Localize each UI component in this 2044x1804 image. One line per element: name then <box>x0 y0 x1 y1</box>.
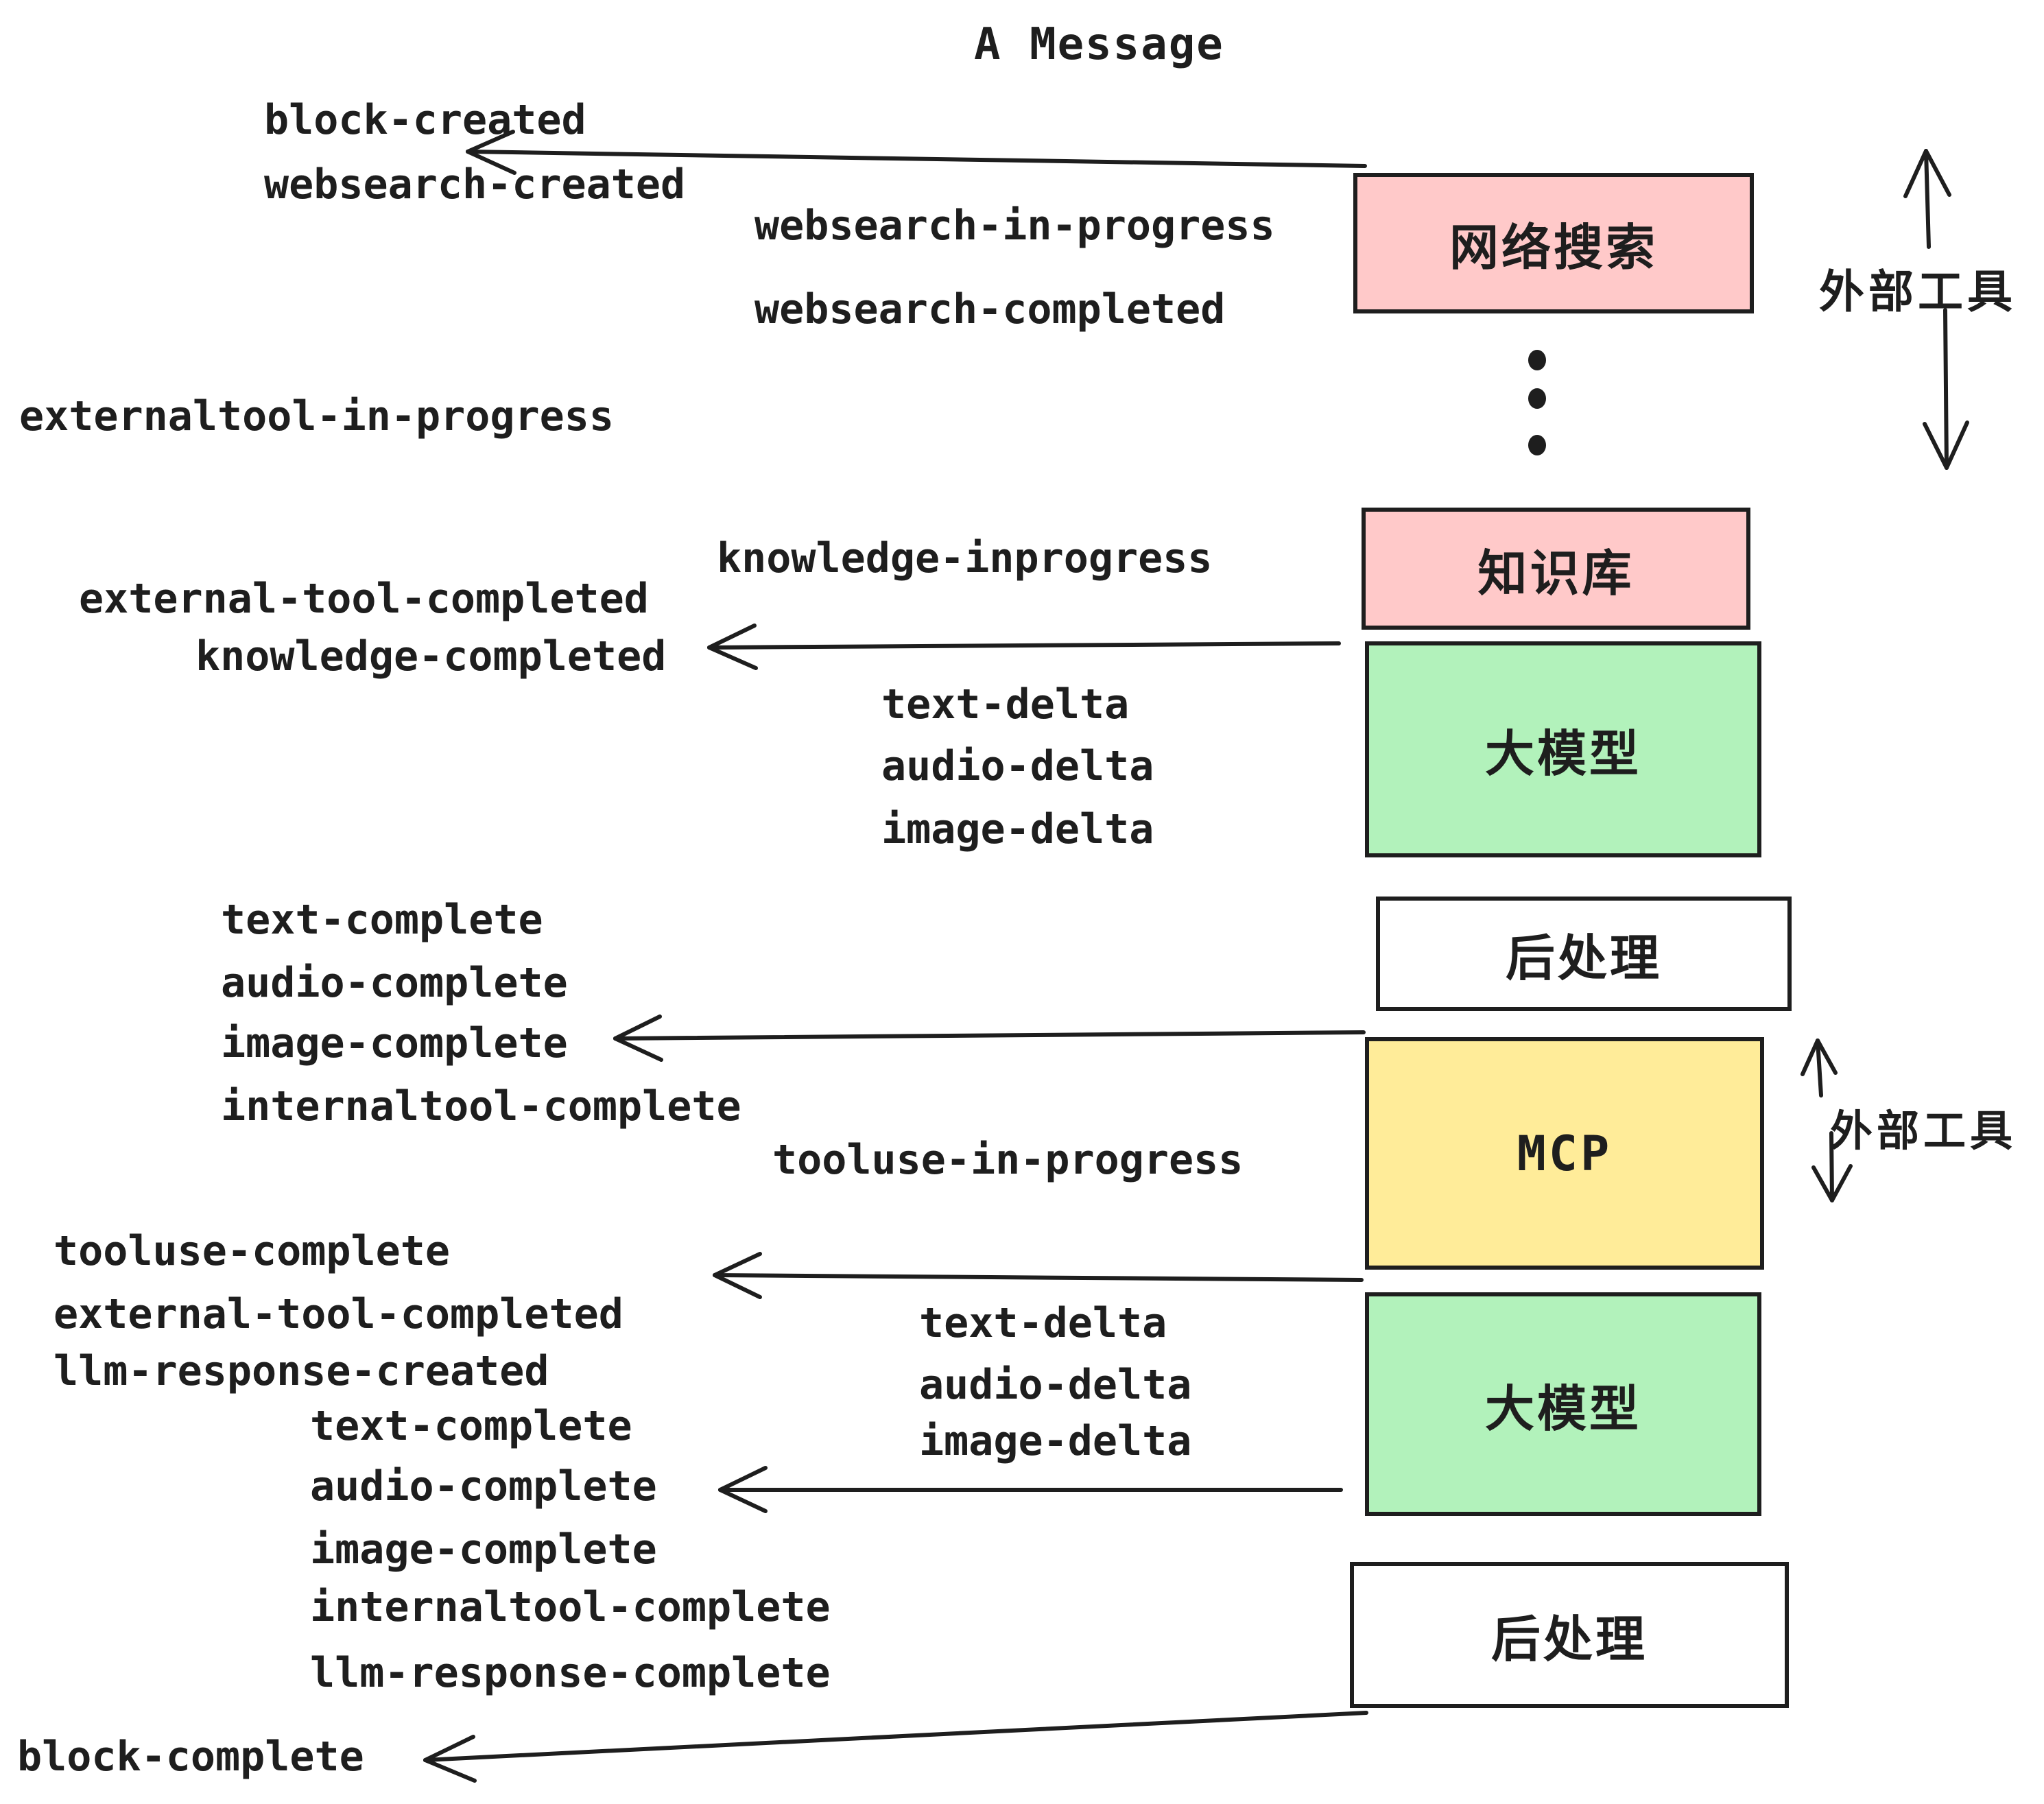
websearch-box: 网络搜索 <box>1353 173 1754 313</box>
external-tools-down-arrow <box>1923 308 1969 470</box>
event-image-delta: image-delta <box>881 805 1154 853</box>
event-tooluse-complete: tooluse-complete <box>54 1227 450 1275</box>
arrow-knowledge-completed <box>707 624 1341 670</box>
postprocess-box: 后处理 <box>1376 897 1792 1011</box>
external-tools-label: 外部工具 <box>1830 1108 2017 1155</box>
llm-box: 大模型 <box>1365 641 1761 857</box>
ellipsis-dot <box>1528 435 1546 455</box>
event-block-complete: block-complete <box>17 1733 364 1781</box>
event-tooluse-in-progress: tooluse-in-progress <box>772 1136 1244 1184</box>
llm-box: 大模型 <box>1365 1292 1761 1516</box>
arrow-audio-complete <box>718 1466 1343 1513</box>
arrow-block-complete <box>423 1711 1368 1783</box>
event-knowledge-completed: knowledge-completed <box>195 632 667 680</box>
event-external-tool-completed: external-tool-completed <box>79 575 649 623</box>
event-audio-delta: audio-delta <box>919 1361 1192 1409</box>
ellipsis-dot <box>1528 388 1546 409</box>
external-tools-up-arrow <box>1801 1039 1838 1097</box>
event-text-delta: text-delta <box>881 680 1130 728</box>
postprocess-box: 后处理 <box>1350 1562 1789 1708</box>
event-internaltool-complete: internaltool-complete <box>221 1082 741 1130</box>
external-tools-label: 外部工具 <box>1819 266 2017 317</box>
event-llm-response-complete: llm-response-complete <box>310 1649 831 1697</box>
mcp-box: MCP <box>1365 1037 1764 1270</box>
event-externaltool-in-progress: externaltool-in-progress <box>19 392 614 440</box>
event-image-complete: image-complete <box>221 1019 568 1067</box>
event-text-complete: text-complete <box>310 1402 632 1450</box>
event-image-complete: image-complete <box>310 1526 657 1574</box>
event-websearch-in-progress: websearch-in-progress <box>754 202 1275 250</box>
event-text-delta: text-delta <box>919 1299 1167 1347</box>
event-audio-delta: audio-delta <box>881 742 1154 790</box>
event-external-tool-completed: external-tool-completed <box>54 1290 623 1338</box>
event-llm-response-created: llm-response-created <box>54 1347 549 1395</box>
event-internaltool-complete: internaltool-complete <box>310 1583 831 1631</box>
event-block-created: block-created <box>264 96 586 144</box>
event-audio-complete: audio-complete <box>221 959 568 1007</box>
arrow-image-complete <box>613 1014 1366 1062</box>
page-title: A Message <box>974 19 1224 70</box>
event-knowledge-inprogress: knowledge-inprogress <box>717 534 1213 582</box>
event-websearch-created: websearch-created <box>264 161 686 209</box>
event-websearch-completed: websearch-completed <box>754 285 1226 333</box>
event-image-delta: image-delta <box>919 1417 1192 1465</box>
knowledge-base-box: 知识库 <box>1362 508 1750 630</box>
ellipsis-dot <box>1528 350 1546 370</box>
external-tools-up-arrow <box>1903 149 1951 249</box>
event-audio-complete: audio-complete <box>310 1462 657 1510</box>
event-text-complete: text-complete <box>221 896 543 944</box>
arrow-tooluse-complete <box>713 1252 1364 1299</box>
